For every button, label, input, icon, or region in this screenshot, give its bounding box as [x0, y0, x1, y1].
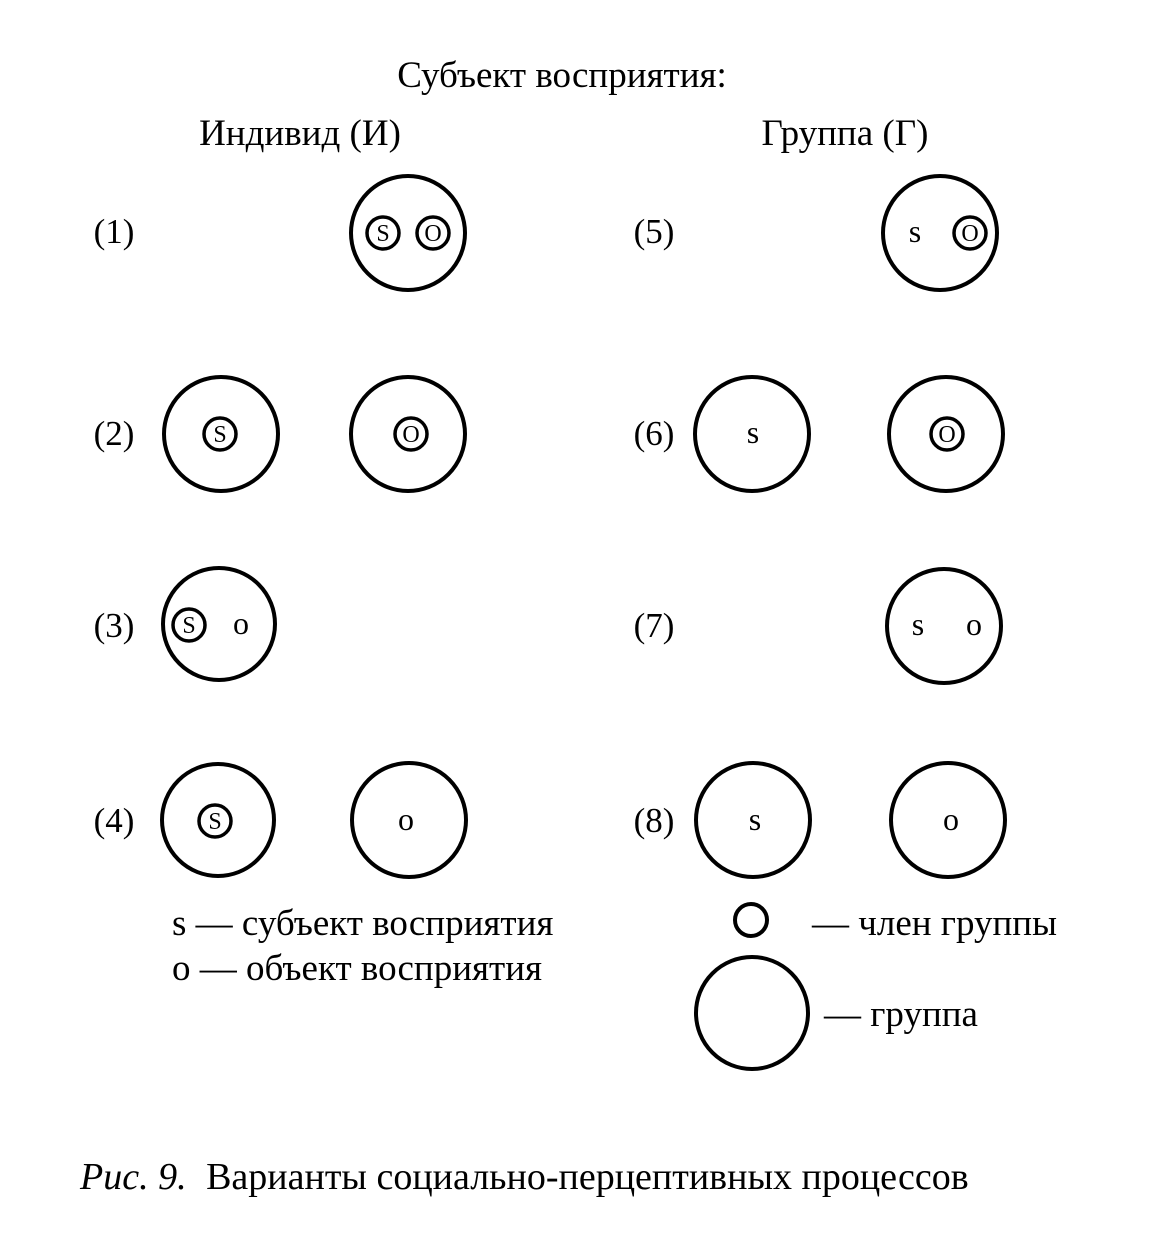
svg-text:O: O: [961, 221, 978, 247]
variant-6: s O: [693, 375, 1005, 493]
group-circle: [889, 761, 1007, 879]
object-member: O: [393, 416, 429, 452]
row-label-8: (8): [634, 801, 675, 840]
heading-individual: Индивид (И): [199, 113, 401, 154]
group-circle: [881, 174, 999, 292]
group-circle: [693, 375, 811, 493]
row-label-5: (5): [634, 212, 675, 251]
group-circle: [160, 762, 276, 878]
subject-group-mark: s: [912, 606, 924, 642]
figure-caption: Рис. 9. Варианты социально-перцептивных …: [79, 1156, 969, 1198]
object-group-mark: o: [398, 801, 414, 837]
group-circle: [162, 375, 280, 493]
svg-text:O: O: [424, 221, 441, 247]
object-group-mark: o: [233, 605, 249, 641]
subject-group-mark: s: [747, 414, 759, 450]
svg-text:S: S: [213, 422, 226, 448]
group-circle: [350, 761, 468, 879]
variant-7: s o: [885, 567, 1003, 685]
group-circle: [161, 566, 277, 682]
object-member: O: [929, 416, 965, 452]
svg-text:O: O: [938, 422, 955, 448]
subject-member: S: [202, 416, 238, 452]
variant-5: s O: [881, 174, 999, 292]
object-member: O: [415, 215, 451, 251]
legend-member: — член группы: [811, 903, 1057, 944]
group-circle: [349, 174, 467, 292]
object-group-mark: o: [943, 801, 959, 837]
legend-group: — группа: [823, 994, 978, 1035]
row-label-7: (7): [634, 606, 675, 645]
heading-title: Субъект восприятия:: [397, 55, 727, 96]
svg-text:O: O: [402, 422, 419, 448]
legend-subject: s — субъект восприятия: [172, 903, 553, 944]
variant-1: S O: [349, 174, 467, 292]
object-group-mark: o: [966, 606, 982, 642]
svg-text:S: S: [208, 809, 221, 835]
legend-group-symbol: [694, 955, 810, 1071]
group-circle: [885, 567, 1003, 685]
variant-2: S O: [162, 375, 467, 493]
row-label-4: (4): [94, 801, 135, 840]
group-circle: [349, 375, 467, 493]
legend-object: o — объект восприятия: [172, 948, 542, 989]
heading-group: Группа (Г): [762, 113, 929, 154]
subject-group-mark: s: [909, 213, 921, 249]
svg-text:S: S: [376, 221, 389, 247]
row-label-6: (6): [634, 414, 675, 453]
variant-4: S o: [160, 761, 468, 879]
row-label-3: (3): [94, 606, 135, 645]
svg-text:S: S: [182, 613, 195, 639]
row-label-2: (2): [94, 414, 135, 453]
subject-member: S: [171, 607, 207, 643]
object-member: O: [952, 215, 988, 251]
subject-member: S: [197, 803, 233, 839]
group-circle: [887, 375, 1005, 493]
caption-prefix: Рис. 9.: [79, 1156, 187, 1198]
legend-member-symbol: [733, 902, 769, 938]
caption-text: Варианты социально-перцептивных процессо…: [206, 1156, 969, 1198]
row-label-1: (1): [94, 212, 135, 251]
variant-8: s o: [694, 761, 1007, 879]
subject-member: S: [365, 215, 401, 251]
variant-3: S o: [161, 566, 277, 682]
subject-group-mark: s: [749, 801, 761, 837]
group-circle: [694, 761, 812, 879]
